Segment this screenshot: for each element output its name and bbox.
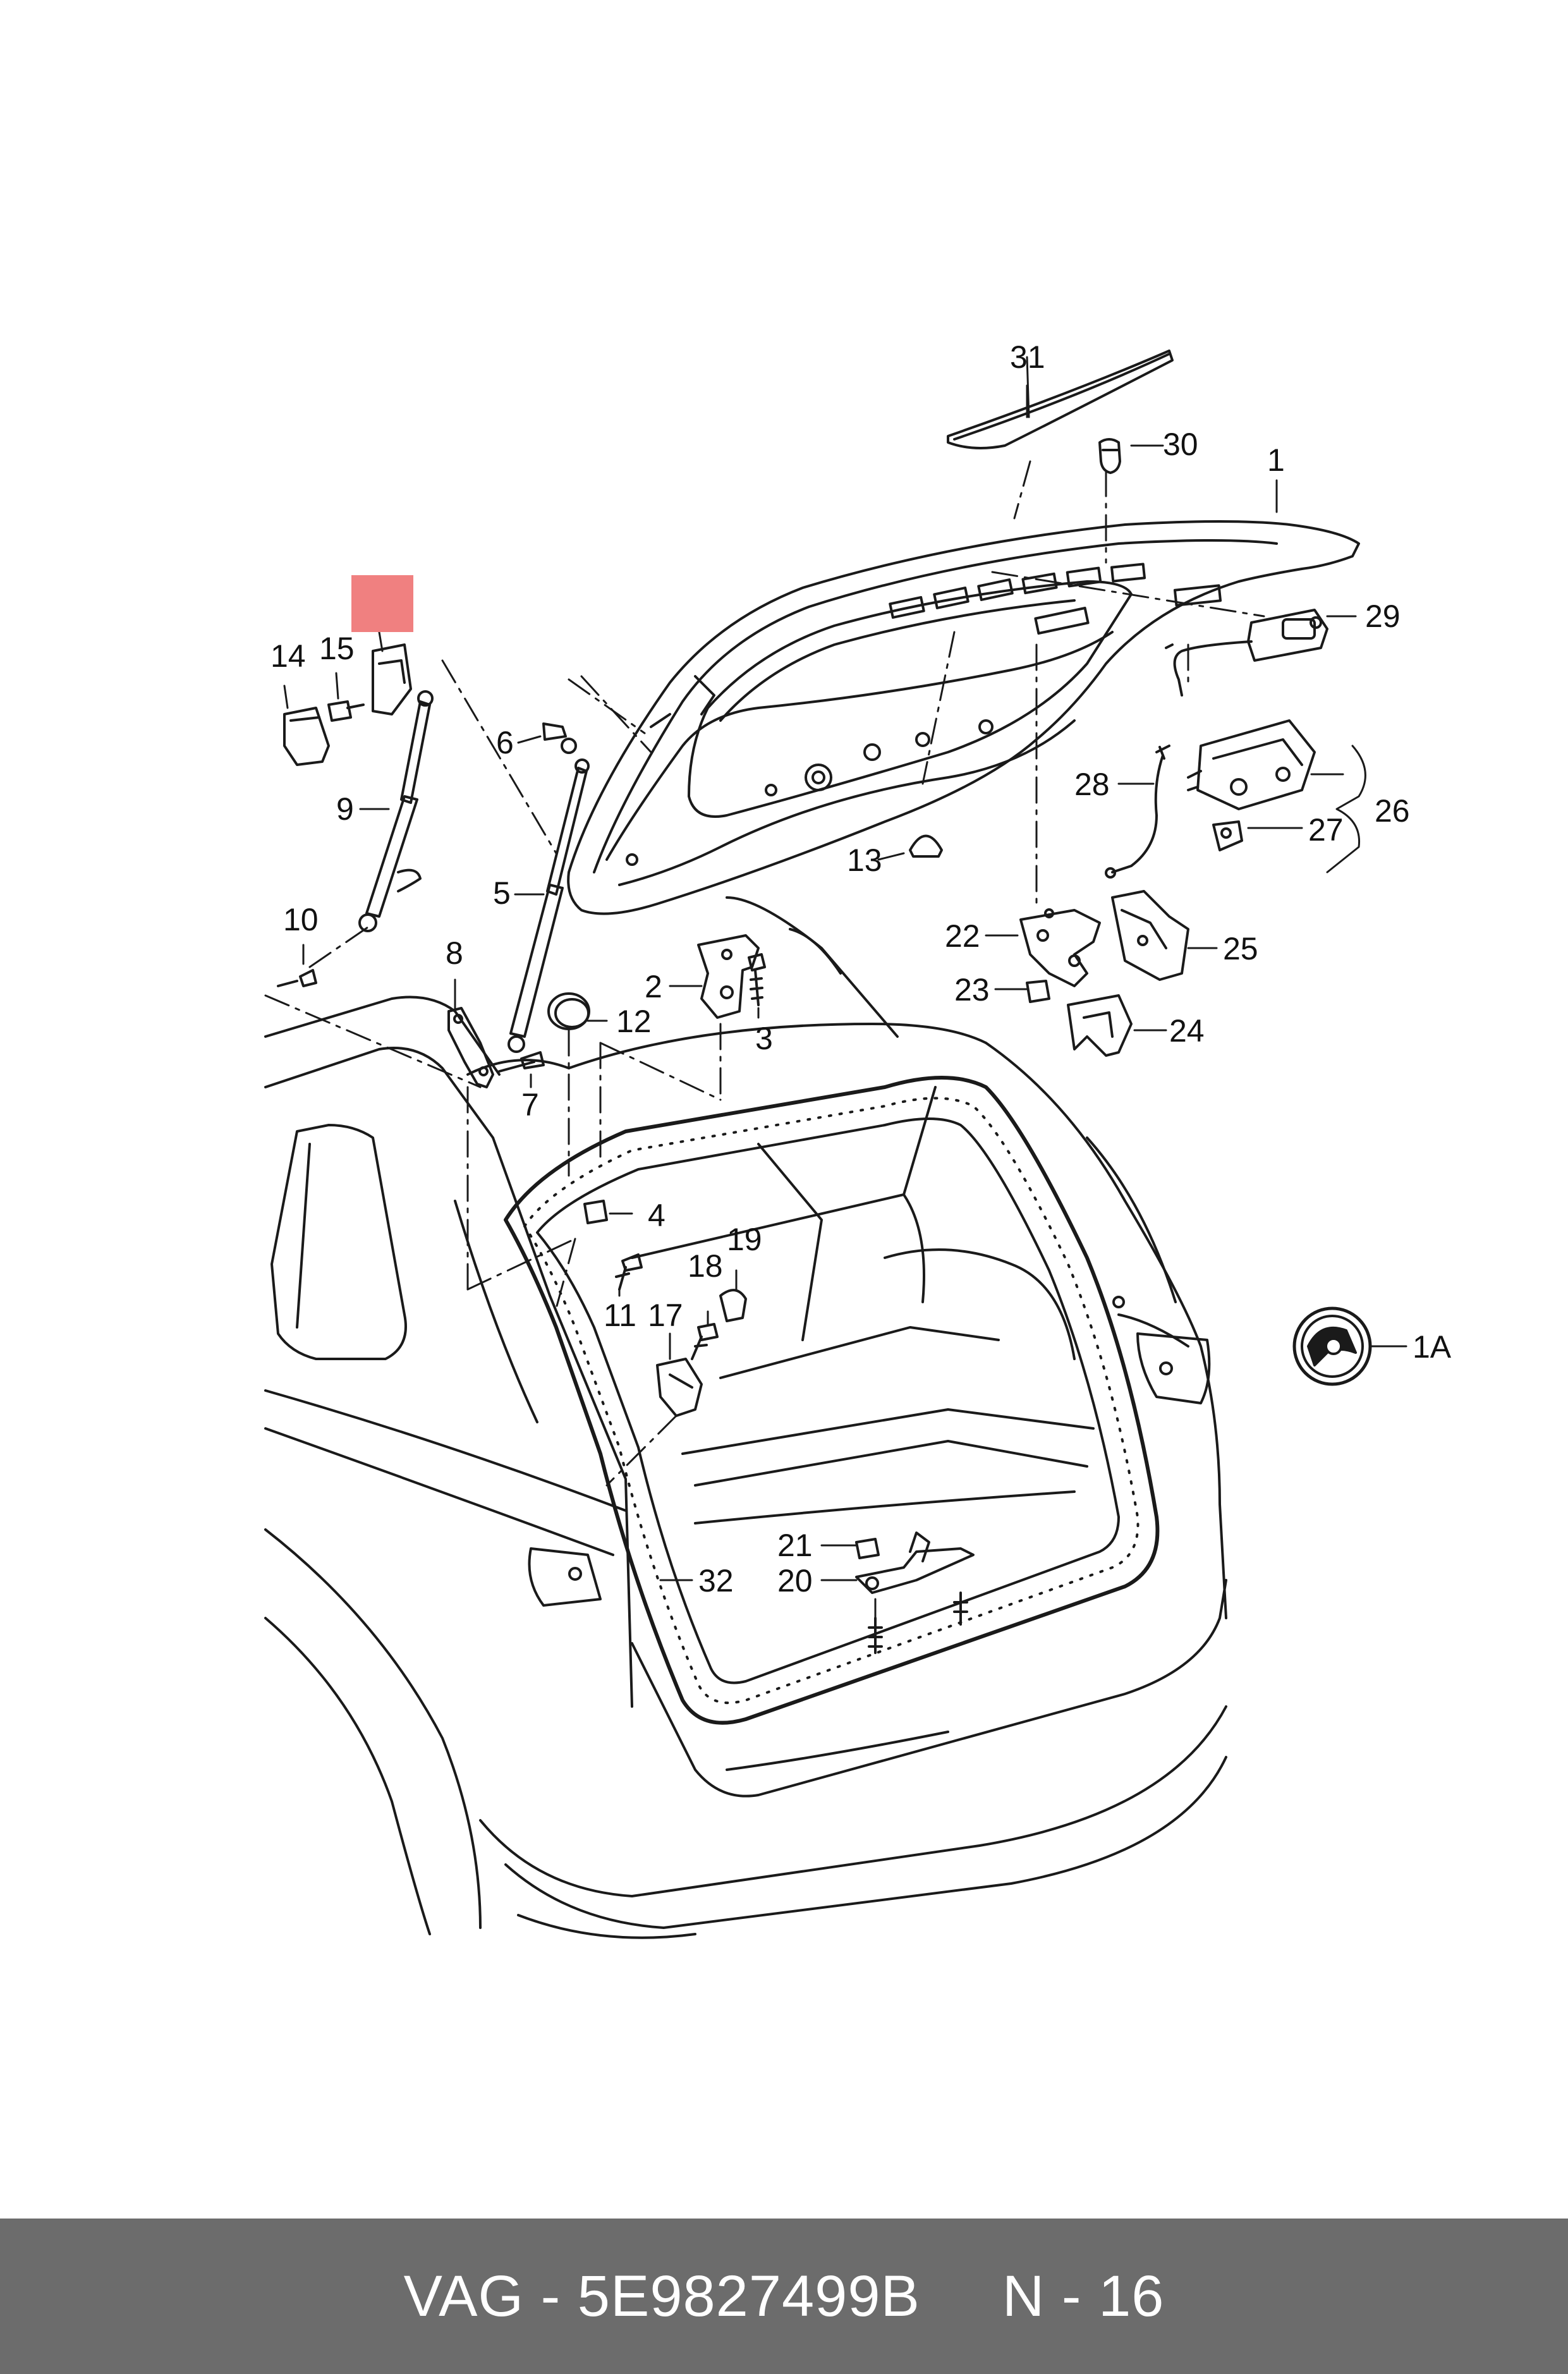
part-13-bumper xyxy=(909,834,943,858)
footer-part-number: VAG - 5E9827499B xyxy=(403,2263,920,2328)
label-27: 27 xyxy=(1308,812,1344,848)
label-23: 23 xyxy=(954,972,990,1007)
label-10: 10 xyxy=(283,902,319,937)
part-7-bolt xyxy=(498,1051,545,1073)
part-9-gas-strut xyxy=(358,690,434,932)
label-26: 26 xyxy=(1375,793,1410,829)
part-19-clip xyxy=(719,1289,747,1322)
exploded-parts-diagram: 31 30 1 29 26 27 28 22 25 23 24 13 2 3 1… xyxy=(264,339,1452,1939)
label-3: 3 xyxy=(755,1021,773,1056)
label-1: 1 xyxy=(1267,442,1285,478)
part-17-buffer xyxy=(656,1358,703,1417)
label-32: 32 xyxy=(698,1563,734,1598)
highlight-box xyxy=(351,575,413,632)
label-7: 7 xyxy=(521,1087,539,1123)
part-1A-logo xyxy=(1292,1306,1372,1386)
label-30: 30 xyxy=(1163,427,1198,462)
part-30-clip xyxy=(1098,438,1121,474)
tailgate xyxy=(567,520,1360,915)
part-4-nut xyxy=(583,1200,608,1224)
footer-bar: VAG - 5E9827499B N - 16 xyxy=(0,2219,1568,2374)
part-15-bolt xyxy=(327,700,365,722)
part-23-nut xyxy=(1026,980,1050,1003)
label-1A: 1A xyxy=(1413,1329,1452,1365)
part-labels: 31 30 1 29 26 27 28 22 25 23 24 13 2 3 1… xyxy=(270,339,1452,1598)
label-9: 9 xyxy=(336,791,354,827)
part-8-bracket xyxy=(447,1007,494,1088)
label-19: 19 xyxy=(727,1222,762,1257)
label-11: 11 xyxy=(604,1298,636,1333)
label-12: 12 xyxy=(616,1004,652,1039)
label-18: 18 xyxy=(688,1248,723,1284)
part-21-nut xyxy=(855,1538,880,1559)
label-25: 25 xyxy=(1223,931,1258,966)
part-16-bracket xyxy=(372,643,412,715)
footer-reference: N - 16 xyxy=(1002,2263,1165,2328)
part-18-bolt xyxy=(691,1323,719,1360)
part-22-lock xyxy=(1019,908,1101,987)
label-28: 28 xyxy=(1074,767,1110,802)
label-14: 14 xyxy=(270,638,306,674)
part-12-cap xyxy=(547,992,590,1030)
label-21: 21 xyxy=(777,1528,813,1563)
part-14-cap xyxy=(283,707,330,766)
label-8: 8 xyxy=(446,935,463,971)
part-24-striker-cover xyxy=(1067,994,1133,1057)
part-31-trim-strip xyxy=(947,350,1174,449)
part-29-switch xyxy=(1165,609,1328,697)
label-2: 2 xyxy=(645,969,662,1004)
label-24: 24 xyxy=(1169,1013,1205,1049)
car-body xyxy=(264,896,1227,1939)
part-26-lock-motor xyxy=(1187,719,1316,810)
part-27-switch xyxy=(1212,820,1243,851)
label-22: 22 xyxy=(945,918,980,954)
label-20: 20 xyxy=(777,1563,813,1598)
part-11-bolt xyxy=(615,1253,643,1291)
leader-lines xyxy=(264,356,1407,1632)
part-20-striker xyxy=(855,1531,975,1594)
label-15: 15 xyxy=(319,631,355,666)
part-3-bolt xyxy=(748,953,766,1006)
part-2-hinge xyxy=(697,934,760,1019)
part-28-cable xyxy=(1105,745,1170,879)
label-29: 29 xyxy=(1365,599,1401,634)
label-13: 13 xyxy=(847,843,882,878)
part-25-cover xyxy=(1111,890,1189,981)
label-31: 31 xyxy=(1010,339,1045,375)
part-6-screw xyxy=(542,722,577,754)
label-17: 17 xyxy=(648,1298,683,1333)
label-4: 4 xyxy=(648,1198,665,1233)
label-6: 6 xyxy=(496,725,514,760)
part-10-bolt xyxy=(277,969,317,987)
part-5-gas-strut xyxy=(507,758,590,1053)
label-5: 5 xyxy=(493,875,511,911)
